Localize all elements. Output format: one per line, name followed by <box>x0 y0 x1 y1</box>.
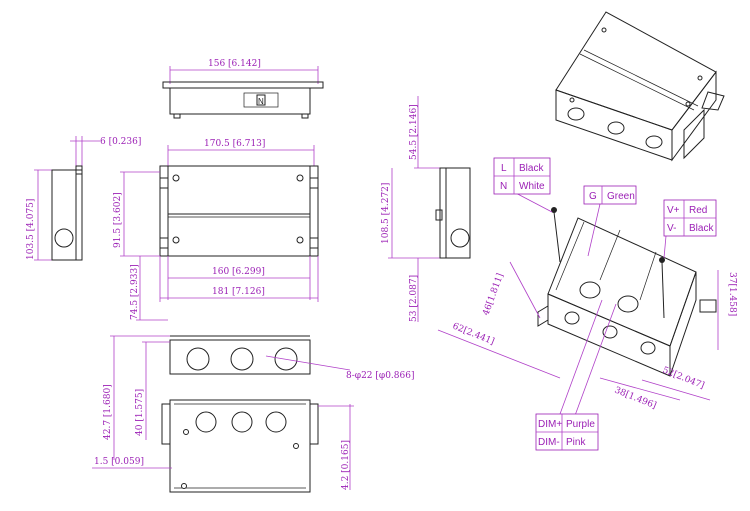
label-badge: N <box>258 97 264 106</box>
wire-n-color: White <box>519 181 545 192</box>
wiring-table-dim: DIM+ Purple DIM- Pink <box>535 413 599 451</box>
dim-front-height-left: 103.5 [4.075] <box>26 199 36 260</box>
wire-l-code: L <box>501 163 507 174</box>
dim-iso-38: 38[1.496] <box>613 386 658 412</box>
front-view: 170.5 [6.713] 91.5 [3.602] 74.5 [2.933] … <box>113 139 319 321</box>
dim-iso-46: 46[1.811] <box>481 272 506 317</box>
dim-side-depth: 6 [0.236] <box>100 137 141 147</box>
dim-front-inner-width: 160 [6.299] <box>212 267 265 277</box>
top-view: 156 [6.142] N <box>162 59 324 119</box>
isometric-closed-box <box>555 11 725 162</box>
wire-vminus-color: Black <box>689 223 714 234</box>
dim-top-width: 156 [6.142] <box>208 59 261 69</box>
wire-vplus-code: V+ <box>667 205 680 216</box>
dim-right-top: 54.5 [2.146] <box>409 104 419 160</box>
ground-screw-icon <box>551 207 557 213</box>
wire-vplus-color: Red <box>689 205 707 216</box>
dim-flange: 1.5 [0.059] <box>94 457 144 467</box>
dim-knockouts: 8-φ22 [φ0.866] <box>346 371 414 381</box>
dim-right-bottom: 53 [2.087] <box>409 275 419 322</box>
wiring-table-line: L Black N White <box>493 157 551 195</box>
wire-g-color: Green <box>607 191 635 202</box>
dim-bottom-height: 42.7 [1.680] <box>103 384 113 440</box>
right-side-view: 54.5 [2.146] 108.5 [4.272] 53 [2.087] <box>381 96 471 322</box>
wire-dimplus-color: Purple <box>566 419 595 430</box>
bottom-section-view: 8-φ22 [φ0.866] 42.7 [1.680] 40 [1.575] 1… <box>92 335 414 493</box>
wiring-table-output: V+ Red V- Black <box>663 199 717 237</box>
wire-dimplus-code: DIM+ <box>538 419 562 430</box>
dim-right-mid: 108.5 [4.272] <box>381 183 391 244</box>
wire-l-color: Black <box>519 163 544 174</box>
dim-flange-right: 4.2 [0.165] <box>341 440 351 490</box>
dim-front-outer-width: 181 [7.126] <box>212 287 265 297</box>
wire-n-code: N <box>500 181 507 192</box>
dim-bottom-inner: 40 [1.575] <box>135 389 145 436</box>
wire-vminus-code: V- <box>667 223 676 234</box>
wire-dimminus-code: DIM- <box>538 437 560 448</box>
dim-iso-37: 37[1.458] <box>727 272 737 316</box>
wiring-table-ground: G Green <box>583 185 637 205</box>
output-screw-icon <box>659 257 665 263</box>
wire-dimminus-color: Pink <box>566 437 586 448</box>
dim-front-width: 170.5 [6.713] <box>204 139 265 149</box>
wire-g-code: G <box>589 191 597 202</box>
left-side-view: 6 [0.236] 103.5 [4.075] <box>26 136 141 261</box>
dim-front-inner-height: 91.5 [3.602] <box>113 192 123 248</box>
dim-front-lower: 74.5 [2.933] <box>130 264 140 320</box>
